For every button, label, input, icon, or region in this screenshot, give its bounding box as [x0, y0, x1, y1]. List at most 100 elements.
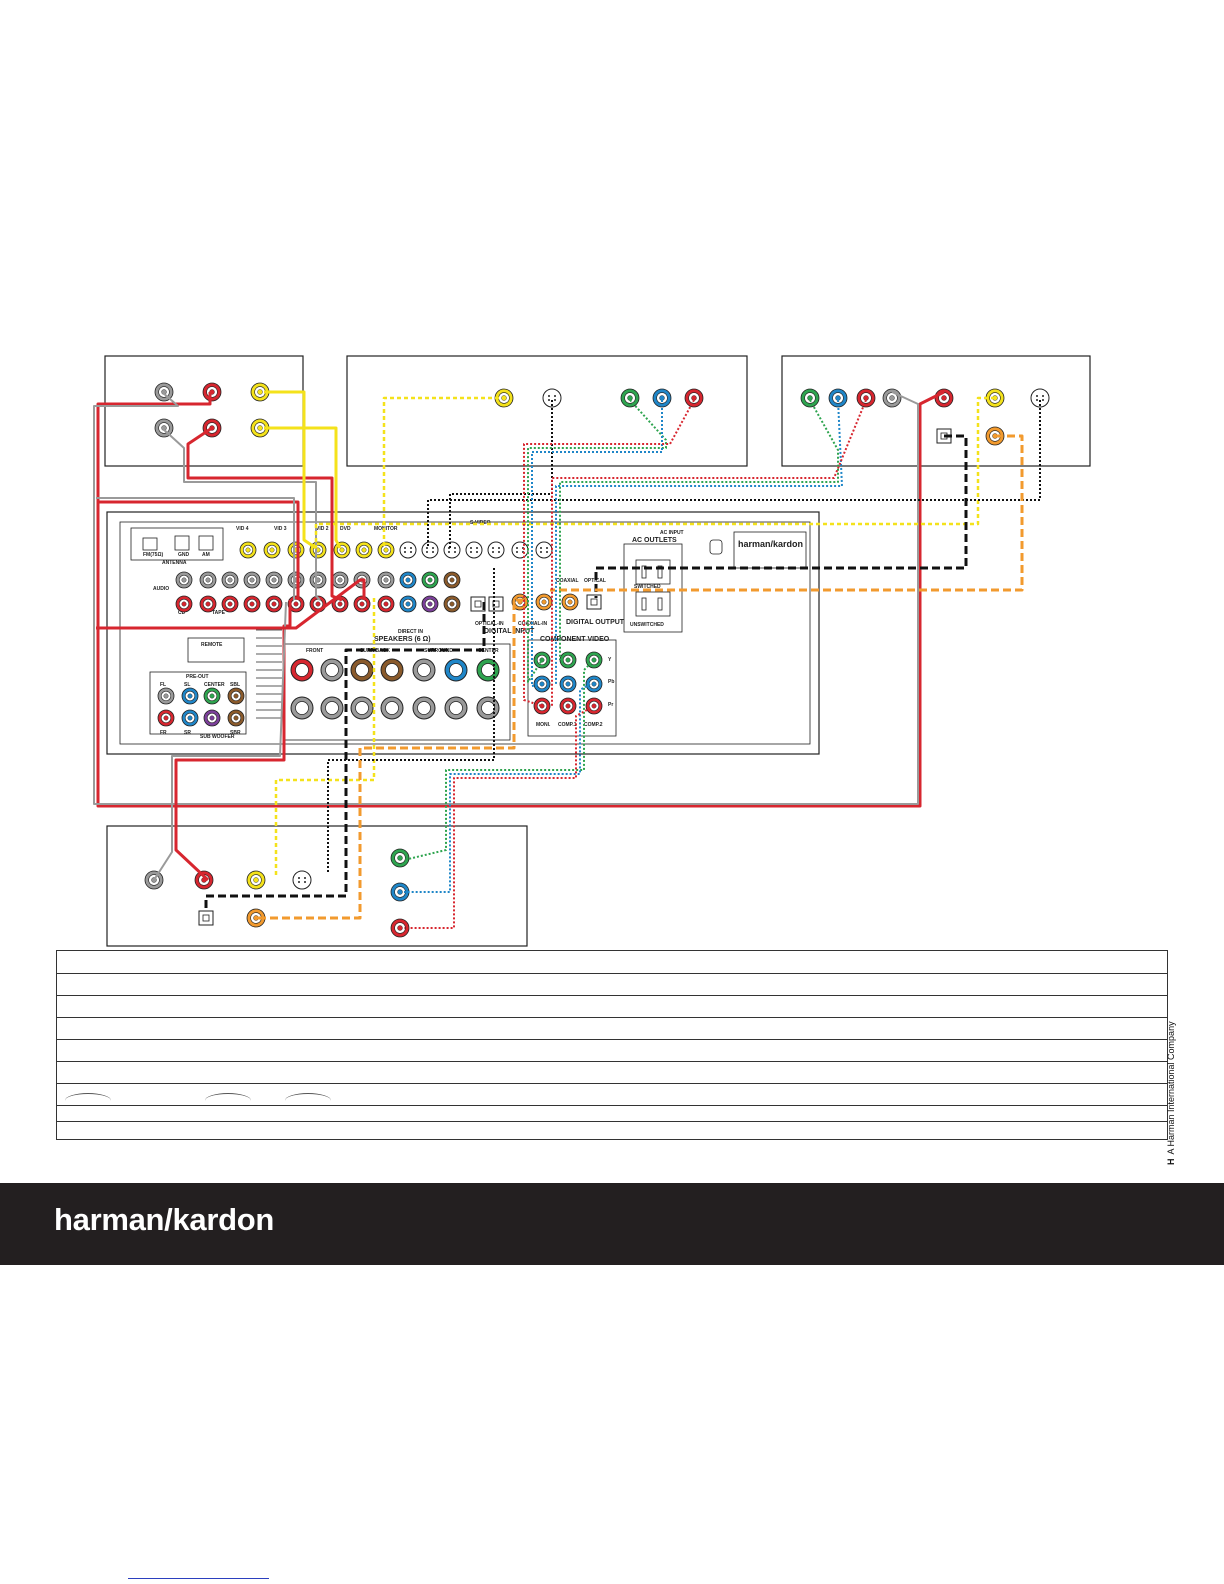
- receiver-component-y-jack: [559, 651, 577, 669]
- receiver-audio-red-jack: [199, 595, 217, 613]
- cable-svideo-3: [327, 568, 495, 874]
- speaker-terminal-neg: [350, 696, 374, 720]
- receiver-audio-red-jack: [175, 595, 193, 613]
- optical-out-jack: [198, 910, 214, 926]
- preout-sbl-jack: [227, 687, 245, 705]
- preout-sr-jack: [181, 709, 199, 727]
- notes-row-divider: [57, 1039, 1167, 1040]
- receiver-audio-white-jack: [287, 571, 305, 589]
- label-digital-input: DIGITAL INPUT: [484, 628, 535, 635]
- label-preout: PRE-OUT: [186, 674, 209, 680]
- receiver-svideo-jack: [421, 541, 439, 559]
- notes-row-divider: [57, 1121, 1167, 1122]
- cable-video-yellow-4: [314, 396, 995, 548]
- speaker-terminal-neg: [290, 696, 314, 720]
- notes-row-divider: [57, 1083, 1167, 1084]
- cable-comp-blue-3: [404, 683, 591, 893]
- label-component-video: COMPONENT VIDEO: [540, 636, 610, 643]
- receiver-audio-red-jack: [287, 595, 305, 613]
- audio-in-white-jack: [154, 418, 174, 438]
- notes-row-divider: [57, 973, 1167, 974]
- label-ac-input: AC INPUT: [660, 530, 684, 536]
- label-monitor: MONITOR: [374, 526, 398, 532]
- svideo-out-jack: [542, 388, 562, 408]
- preout-sl-jack: [181, 687, 199, 705]
- cable-video-yellow-5: [274, 598, 376, 878]
- audio-out-red-jack: [202, 382, 222, 402]
- receiver-audio-white-jack: [199, 571, 217, 589]
- harman-h-mark: H: [1166, 1158, 1176, 1166]
- notes-row-divider: [57, 995, 1167, 996]
- label-tape: TAPE: [212, 610, 226, 616]
- receiver-component-pr-jack: [533, 697, 551, 715]
- label-speakers: SPEAKERS (6 Ω): [374, 636, 431, 643]
- component-pr-jack: [390, 918, 410, 938]
- notes-arc-mark: [65, 1093, 111, 1108]
- notes-arc-mark: [285, 1093, 331, 1108]
- label-sr: SR: [184, 730, 191, 736]
- label-fm: FM(75Ω): [143, 552, 163, 558]
- svideo-out-jack: [292, 870, 312, 890]
- receiver-svideo-jack: [511, 541, 529, 559]
- receiver-component-pr-jack: [559, 697, 577, 715]
- video-out-yellow-jack: [246, 870, 266, 890]
- harman-international-tagline: H A Harman International Company: [1166, 1021, 1176, 1165]
- cable-comp-blue-1: [531, 400, 663, 687]
- label-coaxial: COAXIAL: [556, 578, 579, 584]
- speaker-surround-r-pos: [444, 658, 468, 682]
- receiver-audio-red-jack: [377, 595, 395, 613]
- cable-video-yellow-2: [264, 426, 342, 549]
- label-center-spk: CENTER: [478, 648, 499, 654]
- receiver-video-jack: [377, 541, 395, 559]
- bottom-link-underline[interactable]: [128, 1578, 269, 1579]
- tagline-text: A Harman International Company: [1166, 1021, 1176, 1155]
- label-sl: SL: [184, 682, 190, 688]
- receiver-audio-white-jack: [175, 571, 193, 589]
- component-pr-jack: [856, 388, 876, 408]
- receiver-svideo-jack: [399, 541, 417, 559]
- device-box-top-left: [104, 355, 304, 467]
- device-box-top-right: [781, 355, 1091, 467]
- label-unswitched: UNSWITCHED: [630, 622, 664, 628]
- coaxial-out-jack: [561, 593, 579, 611]
- label-comp2: COMP.2: [584, 722, 603, 728]
- label-vid3: VID 3: [274, 526, 287, 532]
- label-switched: SWITCHED: [634, 584, 661, 590]
- label-pr: Pr: [608, 702, 613, 708]
- cable-audio-red-3: [98, 500, 300, 600]
- speaker-surround-l-pos: [412, 658, 436, 682]
- cable-audio-white-3: [96, 497, 295, 600]
- cable-comp-green-2: [559, 399, 839, 660]
- cable-comp-red-2: [551, 399, 867, 706]
- receiver-svideo-jack: [487, 541, 505, 559]
- receiver-svideo-jack: [535, 541, 553, 559]
- cable-audio-red-5: [96, 578, 366, 630]
- label-direct-in: DIRECT IN: [398, 629, 423, 635]
- direct-in-sub-jack: [421, 595, 439, 613]
- receiver-audio-white-jack: [243, 571, 261, 589]
- video-in-yellow-jack: [250, 418, 270, 438]
- optical-out-jack: [586, 594, 602, 610]
- direct-in-center-jack: [421, 571, 439, 589]
- receiver-audio-white-jack: [221, 571, 239, 589]
- component-y-jack: [800, 388, 820, 408]
- receiver-audio-white-jack: [377, 571, 395, 589]
- device-box-bottom-left: [106, 825, 528, 947]
- cable-svideo-2: [427, 400, 1041, 548]
- label-vid2: VID 2: [316, 526, 329, 532]
- receiver-audio-white-jack: [331, 571, 349, 589]
- label-antenna: ANTENNA: [162, 560, 187, 566]
- component-y-jack: [390, 848, 410, 868]
- cable-optical-2: [204, 602, 486, 910]
- receiver-component-y-jack: [533, 651, 551, 669]
- cable-audio-white-2: [161, 427, 321, 601]
- speaker-terminal-neg: [380, 696, 404, 720]
- label-comp1: COMP.1: [558, 722, 577, 728]
- preout-sbr-jack: [227, 709, 245, 727]
- receiver-video-jack: [239, 541, 257, 559]
- audio-out-red-jack: [194, 870, 214, 890]
- label-y: Y: [608, 657, 612, 663]
- cables: [93, 390, 1041, 929]
- cable-coaxial-1: [550, 434, 1024, 592]
- cable-comp-blue-2: [555, 399, 843, 684]
